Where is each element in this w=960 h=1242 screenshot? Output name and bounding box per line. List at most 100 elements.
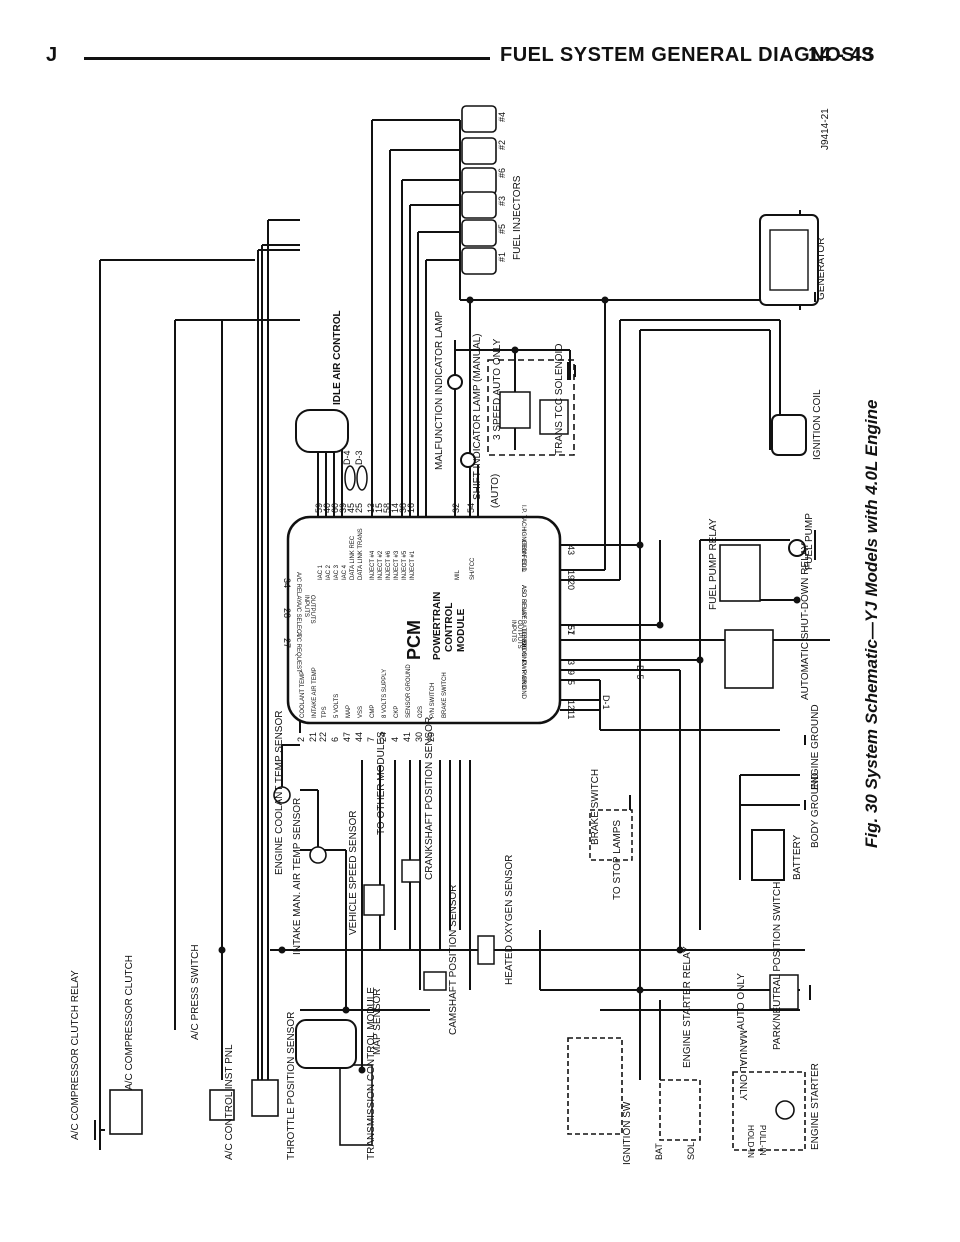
mil-lamp bbox=[447, 374, 463, 390]
ac-clutch-relay-label: A/C COMPRESSOR CLUTCH RELAY bbox=[70, 970, 81, 1140]
map-sensor-label: MAP SENSOR bbox=[372, 989, 383, 1056]
pcm-pin-number: 30 bbox=[414, 732, 424, 742]
pcm-title: PCM bbox=[404, 620, 424, 660]
injector bbox=[461, 247, 497, 275]
fuel-pump-relay bbox=[719, 544, 761, 602]
pcm-pin-label: INJECT #2 bbox=[378, 550, 384, 580]
pcm-pin-number: 41 bbox=[402, 732, 412, 742]
starter-motor bbox=[775, 1100, 795, 1120]
pcm-pin-label: INTAKE AIR TEMP bbox=[312, 667, 318, 718]
splice-dot bbox=[601, 296, 609, 304]
page-header: J FUEL SYSTEM GENERAL DIAGNOSIS 14 - 43 bbox=[0, 0, 960, 90]
pcm-pin-number: 58 bbox=[382, 503, 392, 513]
pcm-pin-number: 11 bbox=[566, 710, 576, 719]
pcm-pin-label: INJECT #3 bbox=[394, 550, 400, 580]
pcm-pin-label: IGNITION bbox=[520, 630, 526, 657]
pcm-pin-label: PWR GND bbox=[520, 660, 526, 690]
iat-label: INTAKE MAN. AIR TEMP SENSOR bbox=[292, 798, 303, 955]
battery-label: BATTERY bbox=[792, 834, 803, 880]
pcm-pin-label: ASD RELAY bbox=[520, 585, 526, 618]
pcm-pin-label: PWR GND bbox=[520, 670, 526, 700]
idle-air-label: IDLE AIR CONTROL bbox=[332, 310, 343, 405]
splice-dot bbox=[466, 296, 474, 304]
splice-dot bbox=[636, 541, 644, 549]
pcm-pin-number: 32 bbox=[451, 503, 461, 513]
pcm-pin-label: BRAKE SWITCH bbox=[442, 672, 448, 718]
pcm-pin-number: 27 bbox=[282, 638, 292, 648]
o2-sensor-label: HEATED OXYGEN SENSOR bbox=[504, 855, 515, 985]
pcm-subtitle: MODULE bbox=[456, 608, 467, 652]
pcm-pin-label: TPS bbox=[322, 706, 328, 718]
injector-id: #3 bbox=[497, 196, 507, 206]
injector bbox=[461, 167, 497, 195]
pcm-pin-label: INJECT #5 bbox=[402, 550, 408, 580]
starter-relay-label: ENGINE STARTER RELAY bbox=[682, 946, 693, 1068]
engine-coolant-temp-sensor bbox=[273, 786, 291, 804]
pcm-pin-number: 4 bbox=[390, 737, 400, 742]
pcm-pin-label: MAP bbox=[346, 705, 352, 718]
pcm-pin-label: CMP bbox=[370, 705, 376, 718]
pcm-group-label: INPUTS bbox=[510, 620, 516, 642]
pcm-subtitle: CONTROL bbox=[444, 603, 455, 652]
ckp-label: CRANKSHAFT POSITION SENSOR bbox=[424, 717, 435, 880]
splice-dot bbox=[793, 596, 801, 604]
shift-lamp-label: SHIFT INDICATOR LAMP (MANUAL) bbox=[472, 333, 483, 500]
pcm-pin-number: 43 bbox=[566, 545, 576, 555]
pcm-pin-number: 14 bbox=[390, 503, 400, 513]
pcm-pin-label: I.P. TACH bbox=[520, 505, 526, 531]
injector-id: #2 bbox=[497, 140, 507, 150]
engine-starter-label: ENGINE STARTER bbox=[810, 1063, 821, 1150]
data-link-connector bbox=[344, 465, 356, 491]
shift-indicator-lamp bbox=[460, 452, 476, 468]
pcm-pin-number: 60 bbox=[330, 503, 340, 513]
pcm-pin-number: 40 bbox=[322, 503, 332, 513]
pcm-pin-number: 6 bbox=[330, 737, 340, 742]
pcm-pin-label: P/N SWITCH bbox=[430, 683, 436, 718]
brake-switch-label: BRAKE SWITCH bbox=[590, 769, 601, 845]
pcm-pin-label: INJECT #4 bbox=[370, 550, 376, 580]
engine-starter bbox=[732, 1071, 806, 1151]
pcm-pin-label: IAC 2 bbox=[326, 564, 332, 580]
fuel-pump-motor bbox=[788, 539, 806, 557]
pcm-pin-label: A/C SELECT bbox=[295, 602, 301, 637]
camshaft-position-sensor bbox=[423, 971, 447, 991]
ignition-coil-label: IGNITION COIL bbox=[812, 389, 823, 460]
ground-symbols bbox=[94, 292, 816, 1140]
splice-dot bbox=[511, 346, 519, 354]
pcm-pin-label: IAC 4 bbox=[342, 564, 348, 580]
vss-label: VEHICLE SPEED SENSOR bbox=[348, 811, 359, 935]
pcm-pin-number: 51 bbox=[566, 625, 576, 635]
park-neutral-label: PARK/NEUTRAL POSITION SWITCH bbox=[772, 882, 783, 1050]
pcm-pin-number: 9 bbox=[566, 670, 576, 675]
figure-caption-text: Fig. 30 System Schematic—YJ Models with … bbox=[862, 399, 881, 848]
pcm-pin-number: 25 bbox=[354, 503, 364, 513]
pcm-pin-label: IAC 3 bbox=[334, 564, 340, 580]
pcm-pin-label: COOLANT TEMP bbox=[300, 671, 306, 718]
pcm-pin-label: VSS bbox=[358, 706, 364, 718]
pcm-pin-label: MIL bbox=[455, 569, 461, 580]
hold-in-label: HOLD-IN bbox=[746, 1125, 755, 1158]
park-neutral-switch bbox=[769, 974, 799, 1010]
splice-dot bbox=[342, 1006, 350, 1014]
pcm-pin-number: 47 bbox=[342, 732, 352, 742]
section-title: FUEL SYSTEM GENERAL DIAGNOSIS bbox=[500, 44, 875, 66]
wires bbox=[99, 119, 830, 1150]
tcm-label: TRANSMISSION CONTROL MODULE bbox=[366, 987, 377, 1160]
generator-label: GENERATOR bbox=[816, 238, 827, 300]
pcm-pin-number: 12 bbox=[566, 700, 576, 710]
body-ground-label: BODY GROUND bbox=[810, 773, 821, 848]
asd-relay-label: AUTOMATIC SHUT-DOWN RELAY bbox=[800, 542, 811, 700]
trans-tcc-relay bbox=[499, 391, 531, 429]
tps-label: THROTTLE POSITION SENSOR bbox=[286, 1012, 297, 1160]
engine-starter-relay bbox=[659, 1079, 701, 1141]
splice-dot bbox=[278, 946, 286, 954]
sol-label: SOL bbox=[686, 1142, 696, 1160]
figure-ref-code: J9414-21 bbox=[820, 108, 831, 150]
pcm-pin-label: IGNITION COIL bbox=[520, 530, 526, 573]
intake-air-temp-sensor bbox=[309, 846, 327, 864]
auto-only-label: AUTO ONLY bbox=[736, 973, 747, 1030]
pcm-pin-number: 13 bbox=[366, 503, 376, 513]
pcm-pin-label: 8 VOLTS SUPPLY bbox=[382, 669, 388, 718]
trans-tcc-label: TRANS TCC SOLENOID bbox=[554, 344, 565, 456]
pcm-pin-number: 21 bbox=[308, 732, 318, 742]
